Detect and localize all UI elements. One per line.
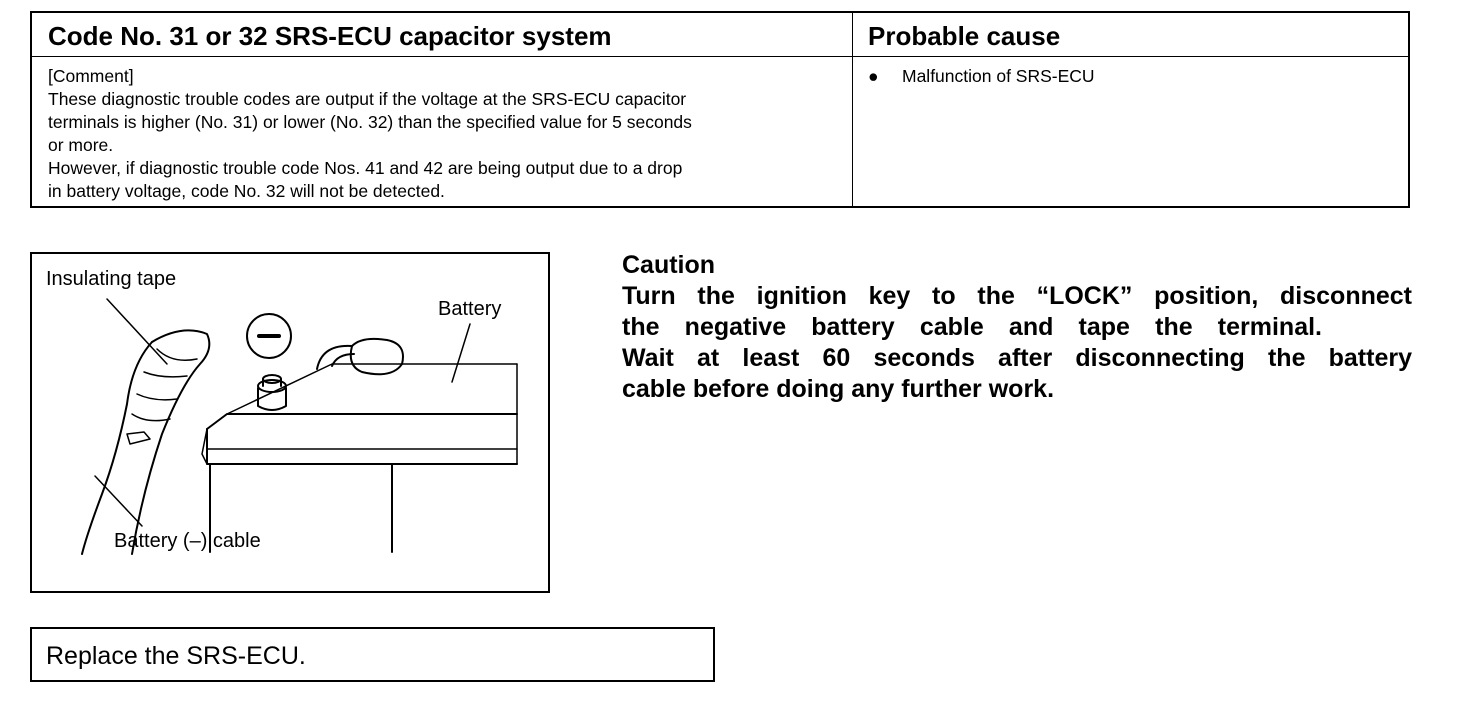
comment-line: However, if diagnostic trouble code Nos.… [48, 158, 683, 178]
probable-cause-list: ● Malfunction of SRS-ECU [868, 65, 1095, 88]
cause-item: Malfunction of SRS-ECU [902, 66, 1095, 86]
comment-line: or more. [48, 135, 114, 155]
caution-line: the negative battery cable and tape the … [622, 313, 1322, 341]
comment-line: terminals is higher (No. 31) or lower (N… [48, 112, 692, 132]
caution-line: cable before doing any further work. [622, 375, 1055, 403]
battery-label: Battery [438, 298, 502, 320]
battery-illustration: Insulating tape Battery Battery (–) cabl… [30, 252, 550, 593]
comment-line: in battery voltage, code No. 32 will not… [48, 181, 445, 201]
code-header: Code No. 31 or 32 SRS-ECU capacitor syst… [48, 21, 612, 51]
comment-text: [Comment] These diagnostic trouble codes… [48, 65, 848, 203]
column-divider [852, 13, 853, 206]
caution-line: Turn the ignition key to the “LOCK” posi… [622, 282, 1412, 310]
comment-line: [Comment] [48, 66, 134, 86]
battery-drawing [81, 298, 518, 555]
bullet-icon: ● [868, 66, 879, 86]
caution-title: Caution [622, 251, 716, 279]
caution-line: Wait at least 60 seconds after disconnec… [622, 344, 1412, 372]
remedy-text: Replace the SRS-ECU. [46, 642, 306, 670]
table-header-row [32, 13, 1408, 57]
probable-cause-header: Probable cause [868, 21, 1061, 51]
insulating-tape-label: Insulating tape [46, 268, 177, 290]
comment-line: These diagnostic trouble codes are outpu… [48, 89, 687, 109]
diagnostic-code-table: Code No. 31 or 32 SRS-ECU capacitor syst… [30, 11, 1410, 208]
caution-block: Caution Turn the ignition key to the “LO… [622, 250, 1412, 405]
remedy-box: Replace the SRS-ECU. [30, 627, 715, 682]
battery-cable-label: Battery (–) cable [114, 530, 261, 552]
